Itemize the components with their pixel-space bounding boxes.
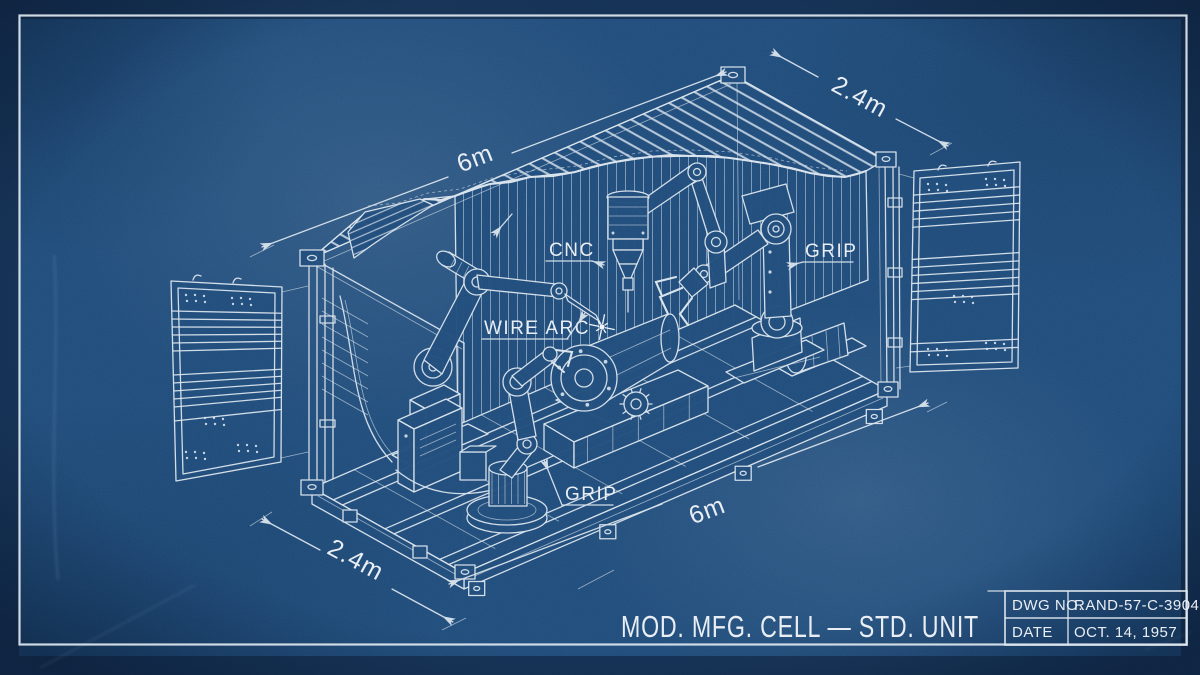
title-block: DWG NO. RAND-57-C-3904 DATE OCT. 14, 195… (987, 590, 1199, 646)
sheet-title: MOD. MFG. CELL — STD. UNIT (621, 609, 979, 644)
paper-creases (39, 254, 1193, 670)
sheet-border-frame (18, 14, 1188, 646)
title-block-dwg-label: DWG NO. (1012, 597, 1083, 614)
title-block-date-value: OCT. 14, 1957 (1074, 624, 1177, 641)
title-block-dwg-value: RAND-57-C-3904 (1074, 597, 1199, 614)
title-block-date-label: DATE (1012, 624, 1053, 641)
